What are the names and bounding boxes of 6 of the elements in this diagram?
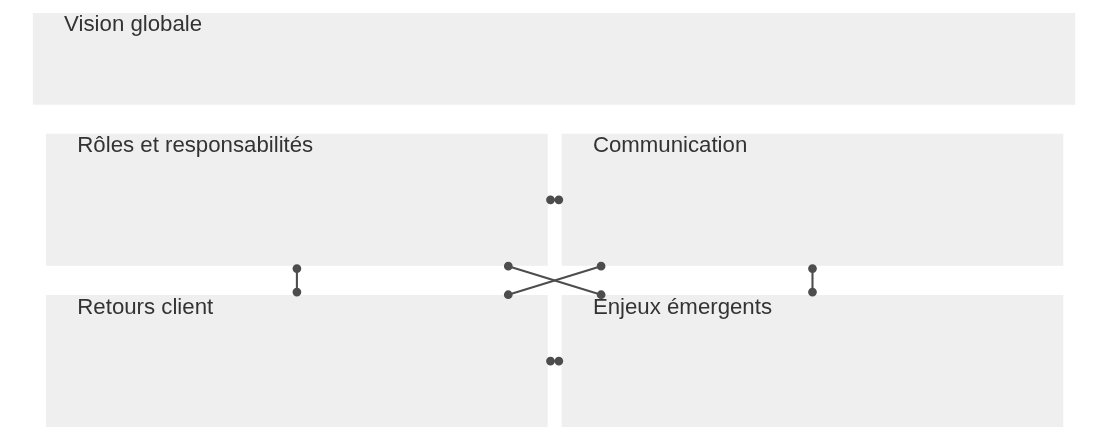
node-box: Rôles et responsabilités [46,133,548,266]
node-box: Retours client [46,295,548,428]
connector [808,264,817,297]
connector [503,261,606,300]
node-box: Enjeux émergents [561,295,1064,428]
node-box: Communication [561,133,1064,266]
